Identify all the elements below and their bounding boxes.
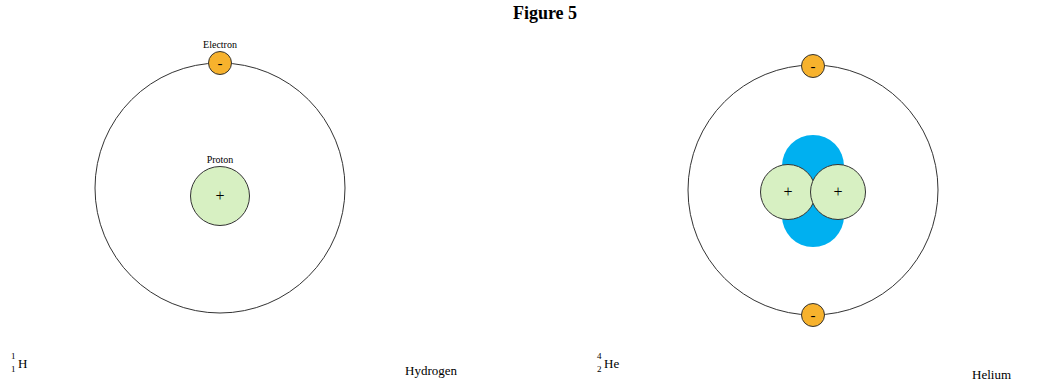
hydrogen-orbit	[95, 63, 345, 313]
electron-circle: -	[801, 303, 825, 327]
atomic-number: 2	[597, 365, 602, 374]
element-symbol: H	[18, 357, 27, 370]
charge-sign: -	[218, 56, 223, 71]
mass-number: 1	[11, 352, 16, 361]
electron-circle: Electron-	[208, 51, 232, 75]
atomic-number: 1	[11, 365, 16, 374]
figure-title: Figure 5	[513, 3, 577, 24]
charge-sign: +	[783, 184, 792, 200]
charge-sign: -	[811, 59, 816, 74]
charge-sign: -	[811, 308, 816, 323]
mass-number: 4	[597, 352, 602, 361]
helium-orbit	[688, 65, 938, 315]
electron-circle: -	[801, 54, 825, 78]
element-name: Hydrogen	[405, 364, 457, 377]
proton-circle: +	[810, 164, 866, 220]
proton-circle: +	[760, 164, 816, 220]
part-label: Electron	[203, 39, 237, 50]
proton-circle: Proton+	[190, 166, 250, 226]
part-label: Proton	[207, 154, 234, 165]
element-name: Helium	[972, 368, 1011, 381]
element-symbol: He	[604, 357, 619, 370]
charge-sign: +	[215, 188, 224, 204]
charge-sign: +	[833, 184, 842, 200]
